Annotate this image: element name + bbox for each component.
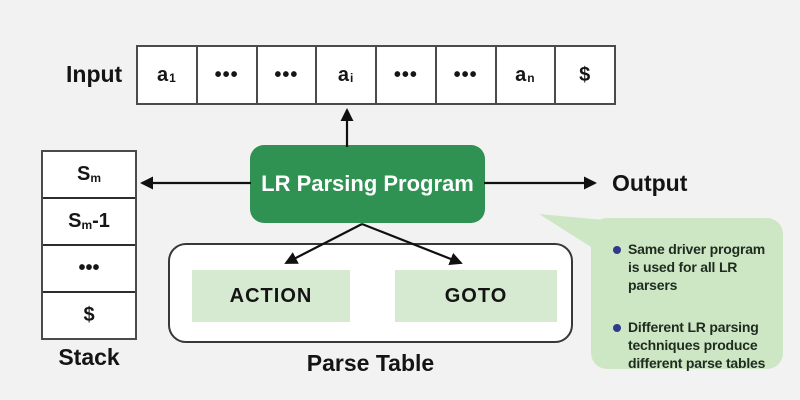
cell-subscript: m bbox=[81, 217, 93, 232]
cell-text: S bbox=[76, 163, 91, 185]
callout-bullet-item: Different LR parsing techniques produce … bbox=[613, 319, 771, 373]
lr-parsing-program-box: LR Parsing Program bbox=[250, 145, 485, 223]
cell-subscript: m bbox=[90, 170, 101, 185]
callout-bubble: Same driver program is used for all LR p… bbox=[591, 218, 783, 371]
program-box-label: LR Parsing Program bbox=[261, 171, 474, 196]
cell-subscript: n bbox=[527, 71, 536, 86]
cell-text: ••• bbox=[453, 63, 478, 86]
callout-bullet-text: Same driver program is used for all LR p… bbox=[628, 241, 766, 293]
cell-text: S bbox=[68, 210, 82, 232]
input-cell: ••• bbox=[375, 47, 435, 103]
goto-box: GOTO bbox=[395, 270, 557, 322]
cell-text: ••• bbox=[274, 63, 299, 86]
cell-text: $ bbox=[83, 304, 95, 326]
action-box: ACTION bbox=[192, 270, 350, 322]
cell-text: a bbox=[156, 63, 170, 86]
cell-text: a bbox=[337, 63, 351, 86]
cell-subscript: 1 bbox=[169, 71, 177, 86]
goto-label: GOTO bbox=[444, 284, 508, 307]
stack-cell: ••• bbox=[43, 244, 135, 291]
input-cell: ••• bbox=[434, 47, 495, 103]
cell-text: $ bbox=[579, 63, 592, 86]
bullet-dot-icon bbox=[613, 246, 621, 254]
input-cell: ••• bbox=[255, 47, 316, 103]
output-label: Output bbox=[612, 170, 688, 196]
cell-text: ••• bbox=[214, 63, 239, 86]
callout-bullet-item: Same driver program is used for all LR p… bbox=[613, 241, 771, 295]
callout-bullet-text: Different LR parsing techniques produce … bbox=[628, 318, 766, 371]
stack-cell: $ bbox=[43, 291, 135, 338]
input-cell: ••• bbox=[195, 47, 256, 103]
action-label: ACTION bbox=[229, 284, 313, 307]
cell-text: ••• bbox=[393, 63, 418, 86]
parse-table-label: Parse Table bbox=[306, 350, 435, 376]
cell-suffix: -1 bbox=[92, 210, 110, 232]
input-label: Input bbox=[66, 61, 123, 87]
bullet-dot-icon bbox=[613, 323, 621, 332]
cell-text: a bbox=[515, 63, 528, 86]
stack-label: Stack bbox=[58, 344, 120, 370]
parse-table: ACTION GOTO bbox=[168, 243, 573, 343]
cell-text: ••• bbox=[78, 257, 100, 279]
cell-subscript: i bbox=[350, 71, 355, 86]
input-cell: $ bbox=[554, 47, 614, 103]
